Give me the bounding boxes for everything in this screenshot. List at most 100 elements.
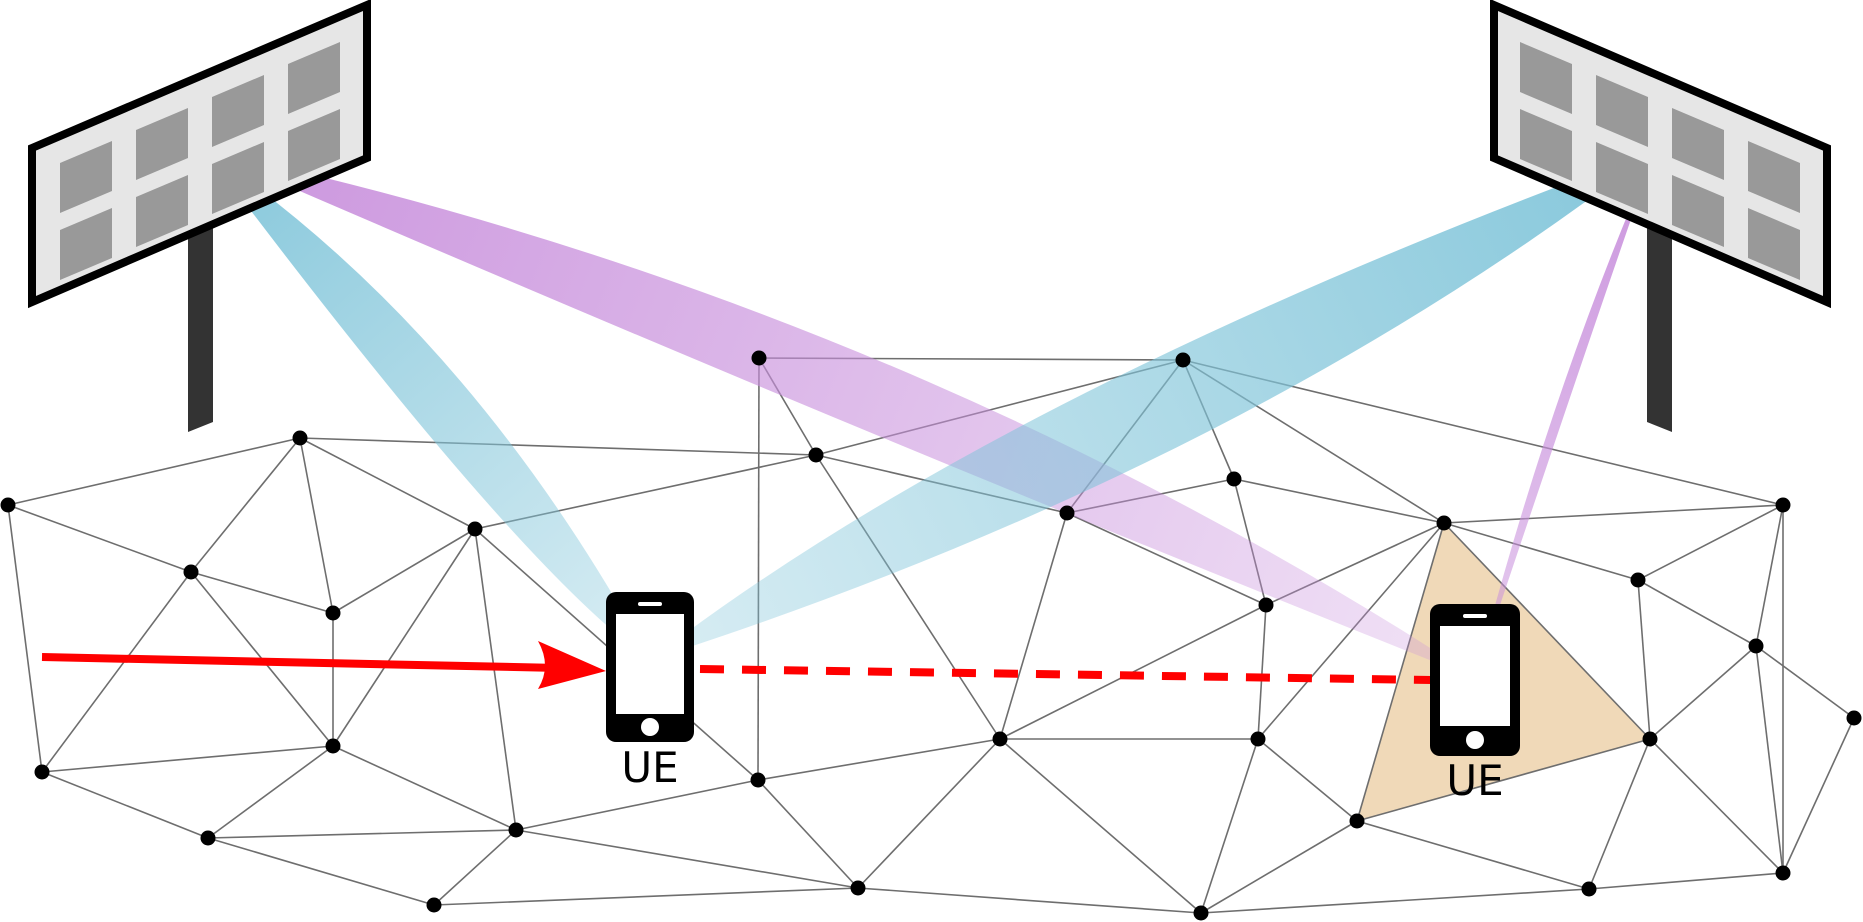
mesh-node	[808, 447, 824, 463]
mesh-edge	[299, 437, 334, 614]
mesh-node	[1775, 497, 1791, 513]
smartphone-icon	[1430, 604, 1520, 756]
antenna-left-elements	[60, 42, 340, 280]
mesh-edge	[7, 504, 192, 573]
mesh-edge	[1637, 579, 1757, 647]
mesh-edge	[1443, 522, 1639, 581]
mesh-edge	[1356, 820, 1590, 890]
mesh-edge	[41, 571, 192, 773]
mesh-edge	[474, 528, 517, 831]
mesh-edge	[190, 571, 334, 614]
mesh-node	[325, 605, 341, 621]
mesh-node	[750, 772, 766, 788]
ue-right: UE	[1430, 604, 1520, 805]
mesh-edge	[515, 829, 859, 889]
mesh-edge	[207, 745, 334, 839]
mesh-edge	[1066, 512, 1267, 606]
mesh-node	[34, 764, 50, 780]
mesh-node	[1436, 515, 1452, 531]
mesh-edge	[1782, 717, 1855, 874]
beams	[205, 150, 1655, 680]
mesh-edge	[1649, 645, 1757, 740]
mesh-edge	[857, 738, 1001, 889]
antenna-right-elements	[1520, 42, 1800, 280]
mesh-node	[426, 897, 442, 913]
mesh-edge	[1755, 504, 1784, 647]
mesh-node	[467, 521, 483, 537]
mesh-edge	[1200, 888, 1590, 914]
mesh-edge	[41, 771, 209, 839]
mesh-node	[751, 350, 767, 366]
mesh-node	[1226, 471, 1242, 487]
beam-purple-left	[205, 150, 1480, 680]
predicted-path	[699, 665, 1433, 684]
mesh-node	[992, 731, 1008, 747]
mesh-edge	[207, 837, 435, 906]
mesh-edge	[1356, 738, 1651, 822]
mesh-node	[1175, 352, 1191, 368]
mesh-edge	[433, 829, 517, 906]
mesh-node	[1349, 813, 1365, 829]
mesh-node	[1846, 710, 1862, 726]
mesh-edge	[190, 437, 301, 573]
antenna-right-pole	[1647, 218, 1672, 432]
mesh-edge	[757, 779, 859, 889]
mesh-node	[325, 738, 341, 754]
mesh-node	[508, 822, 524, 838]
mesh-node	[1775, 865, 1791, 881]
antenna-left-pole	[188, 205, 213, 432]
mesh-node	[1748, 638, 1764, 654]
mesh-edge	[999, 738, 1202, 914]
mesh-edge	[332, 528, 476, 747]
mesh-edge	[857, 887, 1202, 914]
mesh-edge	[332, 745, 517, 831]
mesh-edge	[433, 887, 859, 906]
beam-cyan-right	[650, 150, 1655, 660]
mesh-edge	[1356, 522, 1445, 822]
mesh-edge	[1257, 522, 1445, 740]
mesh-node	[1059, 505, 1075, 521]
mesh-edge	[1257, 604, 1267, 740]
antenna-right	[1490, 0, 1831, 432]
mesh-edge	[207, 829, 517, 839]
mesh-edge	[299, 437, 476, 530]
ue-right-label: UE	[1446, 756, 1503, 805]
mesh-edge	[7, 437, 301, 506]
mesh-node	[0, 497, 16, 513]
mesh-edge	[1257, 738, 1358, 822]
mesh-node	[1642, 731, 1658, 747]
mesh-edge	[1443, 504, 1784, 524]
mesh-edge	[515, 779, 759, 831]
mesh-edge	[815, 454, 1001, 740]
beam-cyan-left	[205, 150, 650, 660]
antenna-left	[28, 0, 371, 432]
mesh-edge	[332, 528, 476, 614]
mesh-node	[1581, 881, 1597, 897]
trajectory-line	[41, 653, 561, 672]
mesh-edge	[999, 512, 1068, 740]
mesh-edge	[1200, 738, 1259, 914]
mesh-edge	[1443, 522, 1651, 740]
mesh-edge	[1755, 645, 1855, 719]
mesh-edge	[757, 357, 760, 781]
mesh-edge	[1200, 820, 1358, 914]
mesh-node	[850, 880, 866, 896]
mesh-edge	[299, 437, 817, 456]
antenna-array-icon	[28, 0, 371, 309]
mesh-node	[1630, 572, 1646, 588]
mesh-edge	[7, 504, 43, 773]
mesh-edge	[757, 738, 1001, 781]
mesh-edge	[1233, 478, 1445, 524]
mesh-edge	[1637, 504, 1784, 581]
mesh-node	[183, 564, 199, 580]
ue-left-label: UE	[621, 743, 678, 792]
mesh-edge	[41, 745, 334, 773]
mesh-edge	[1588, 738, 1651, 890]
motion-arrow	[41, 641, 606, 689]
antenna-array-icon	[1490, 0, 1831, 309]
ue-left: UE	[606, 592, 694, 792]
mesh-nodes	[0, 350, 1862, 921]
mesh-node	[292, 430, 308, 446]
mesh-node	[200, 830, 216, 846]
